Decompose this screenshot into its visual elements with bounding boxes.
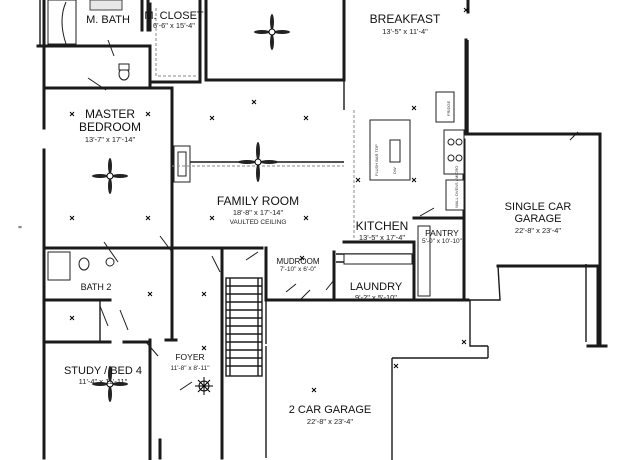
- stairs: [225, 277, 263, 377]
- island-label: FLUSH BAR TOP: [374, 144, 379, 176]
- fridge-label: FRIDGE: [446, 101, 451, 116]
- room-closet-name: M. CLOSET: [144, 10, 204, 22]
- room-master-name2: BEDROOM: [79, 120, 141, 134]
- room-bath-name: M. BATH: [86, 14, 130, 26]
- ceiling-fans: [92, 14, 290, 402]
- room-closet-dim: 6'-6" x 15'-4": [153, 21, 195, 30]
- oven-label: WALL OVENS / MICRO: [454, 166, 459, 208]
- room-breakfast-dim: 13'-5" x 11'-4": [382, 27, 428, 36]
- room-master-dim: 13'-7" x 17'-14": [85, 135, 136, 144]
- room-bath2-name: BATH 2: [81, 282, 112, 292]
- room-family-name: FAMILY ROOM: [217, 194, 299, 208]
- room-foyer-dim: 11'-8" x 8'-11": [170, 365, 210, 372]
- room-master-name: MASTER: [85, 107, 135, 121]
- room-single-garage-dim: 22'-8" x 23'-4": [515, 226, 561, 235]
- room-mudroom-name: MUDROOM: [276, 257, 319, 266]
- room-mudroom-dim: 7'-10" x 6'-0": [280, 266, 317, 273]
- room-study-dim: 11'-4" x 11'-11": [79, 377, 128, 386]
- room-two-car-garage-name: 2 CAR GARAGE: [289, 404, 372, 416]
- room-single-garage-name2: GARAGE: [514, 213, 561, 225]
- room-pantry-dim: 5'-0" x 10'-10": [422, 238, 463, 245]
- sink-label: DW: [392, 167, 397, 174]
- room-single-garage-name: SINGLE CAR: [505, 201, 572, 213]
- light-fixtures: [69, 7, 469, 393]
- room-kitchen-name: KITCHEN: [356, 219, 409, 233]
- room-pantry-name: PANTRY: [425, 228, 459, 238]
- fixtures: FRIDGE WALL OVENS / MICRO FLUSH BAR TOP …: [47, 0, 465, 377]
- room-study-name: STUDY / BED 4: [64, 365, 142, 377]
- fridge-box: [435, 91, 455, 123]
- room-laundry-name: LAUNDRY: [350, 281, 403, 293]
- room-two-car-garage-dim: 22'-8" x 23'-4": [307, 417, 353, 426]
- room-kitchen-dim: 13'-5" x 17'-4": [359, 233, 405, 242]
- room-laundry-dim: 9'-2" x 5'-10": [355, 293, 397, 302]
- door-swings: [87, 39, 579, 391]
- room-family-dim: 18'-8" x 17'-14": [233, 208, 284, 217]
- room-foyer-name: FOYER: [175, 352, 204, 362]
- room-family-note: VAULTED CEILING: [230, 219, 287, 226]
- margin-mark: ": [18, 225, 22, 236]
- room-breakfast-name: BREAKFAST: [370, 12, 441, 26]
- walls: [36, 0, 608, 460]
- room-labels: M. BATH M. CLOSET 6'-6" x 15'-4" BREAKFA…: [18, 10, 571, 426]
